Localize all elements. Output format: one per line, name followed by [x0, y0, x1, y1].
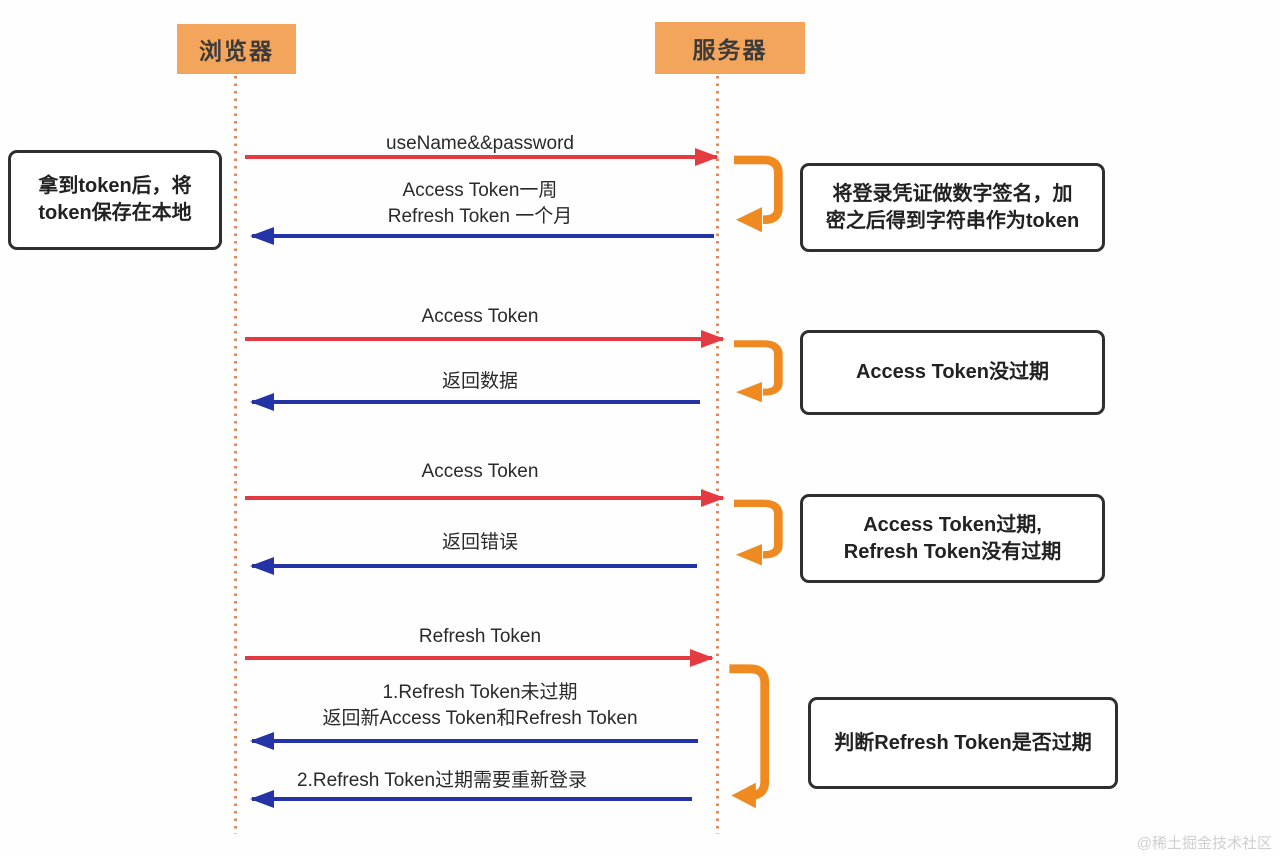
- response-arrow-left-icon: [250, 790, 692, 808]
- message-label: Access Token一周 Refresh Token 一个月: [387, 180, 573, 227]
- server-note: 判断Refresh Token是否过期: [808, 697, 1118, 789]
- self-loop-arrow-icon: [734, 340, 783, 403]
- message-label: useName&&password: [386, 133, 574, 154]
- message-label: Access Token: [421, 461, 539, 482]
- response-arrow-left-icon: [250, 227, 714, 245]
- self-loop-arrow-icon: [734, 155, 783, 233]
- request-arrow-right-icon: [245, 489, 725, 507]
- message-label: Access Token: [421, 306, 539, 327]
- browser-note: 拿到token后，将 token保存在本地: [8, 150, 222, 250]
- server-note: Access Token过期, Refresh Token没有过期: [800, 494, 1105, 583]
- response-arrow-left-icon: [250, 557, 697, 575]
- self-loop-arrow-icon: [729, 664, 770, 809]
- message-label: 返回数据: [441, 371, 518, 392]
- response-arrow-left-icon: [250, 732, 698, 750]
- actor-server: 服务器: [655, 22, 805, 74]
- server-note: Access Token没过期: [800, 330, 1105, 415]
- request-arrow-right-icon: [245, 330, 725, 348]
- message-label: 返回错误: [441, 532, 518, 553]
- actor-browser: 浏览器: [177, 24, 296, 74]
- browser-lifeline: [234, 76, 237, 834]
- server-note: 将登录凭证做数字签名，加 密之后得到字符串作为token: [800, 163, 1105, 252]
- watermark: @稀土掘金技术社区: [1136, 835, 1272, 852]
- server-lifeline: [716, 76, 719, 834]
- request-arrow-right-icon: [245, 148, 719, 166]
- message-label: 1.Refresh Token未过期 返回新Access Token和Refre…: [322, 682, 638, 729]
- message-label: Refresh Token: [418, 626, 542, 647]
- self-loop-arrow-icon: [734, 499, 783, 566]
- request-arrow-right-icon: [245, 649, 714, 667]
- response-arrow-left-icon: [250, 393, 700, 411]
- message-label: 2.Refresh Token过期需要重新登录: [297, 770, 588, 791]
